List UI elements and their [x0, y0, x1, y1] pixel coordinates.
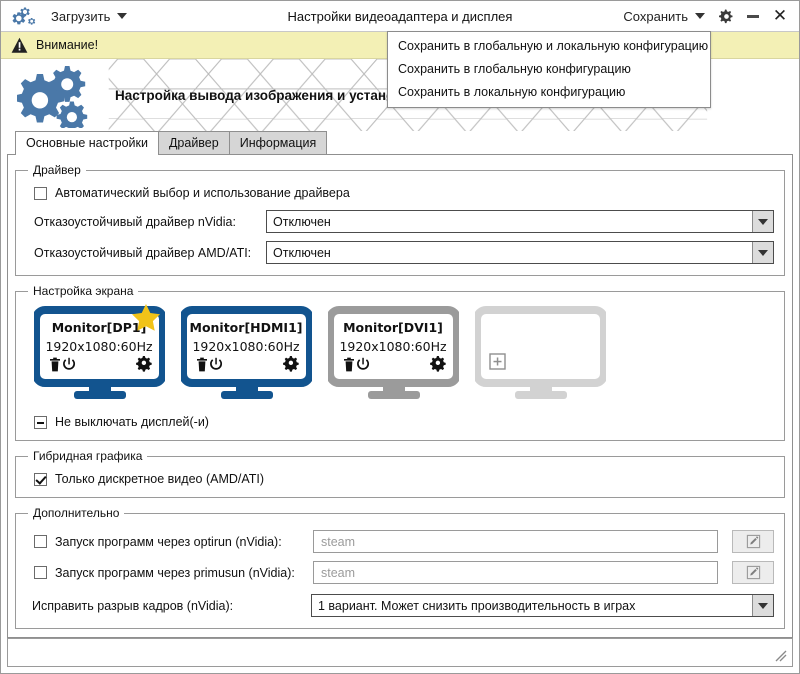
chevron-down-icon [695, 13, 705, 19]
amd-fallback-value: Отключен [273, 245, 331, 260]
tab-main-settings[interactable]: Основные настройки [15, 131, 159, 155]
discrete-only-row[interactable]: Только дискретное видео (AMD/ATI) [34, 472, 774, 486]
optirun-checkbox[interactable] [34, 535, 47, 548]
tearfix-row: Исправить разрыв кадров (nVidia): 1 вари… [32, 594, 774, 617]
load-button[interactable]: Загрузить [45, 6, 133, 27]
load-button-label: Загрузить [51, 8, 111, 24]
group-screen-legend: Настройка экрана [33, 284, 134, 298]
menu-item-save-local[interactable]: Сохранить в локальную конфигурацию [398, 85, 626, 99]
group-driver-legend: Драйвер [33, 163, 81, 177]
svg-text:1920x1080:60Hz: 1920x1080:60Hz [192, 339, 300, 354]
svg-text:Monitor[DP1]: Monitor[DP1] [52, 320, 147, 335]
settings-gear-button[interactable] [713, 4, 739, 28]
tearfix-label: Исправить разрыв кадров (nVidia): [32, 598, 234, 613]
group-hybrid-graphics-legend: Гибридная графика [33, 449, 143, 463]
amd-fallback-combo[interactable]: Отключен [266, 241, 774, 264]
save-button[interactable]: Сохранить [617, 6, 711, 27]
save-dropdown-menu: Сохранить в глобальную и локальную конфи… [387, 31, 711, 108]
keep-displays-on-row[interactable]: Не выключать дисплей(-и) [34, 415, 774, 429]
monitor-card-dvi1[interactable]: Monitor[DVI1] 1920x1080:60Hz [328, 306, 459, 401]
nvidia-fallback-row: Отказоустойчивый драйвер nVidia: Отключе… [34, 210, 774, 233]
optirun-input[interactable]: steam [313, 530, 718, 553]
close-button[interactable]: ✕ [767, 4, 793, 28]
auto-driver-row[interactable]: Автоматический выбор и использование дра… [34, 186, 774, 200]
primusrun-edit-button[interactable] [732, 561, 774, 584]
titlebar-right-controls: Сохранить ✕ [617, 4, 793, 28]
tab-information[interactable]: Информация [228, 131, 328, 155]
warning-text: Внимание! [36, 38, 99, 52]
chevron-down-icon [758, 602, 768, 609]
group-additional: Дополнительно Запуск программ через opti… [15, 506, 785, 629]
primusrun-checkbox[interactable] [34, 566, 47, 579]
tearfix-combo[interactable]: 1 вариант. Может снизить производительно… [311, 594, 774, 617]
plus-icon [489, 353, 506, 370]
tearfix-value: 1 вариант. Может снизить производительно… [318, 598, 636, 613]
monitor-card-dp1[interactable]: Monitor[DP1] 1920x1080:60Hz [34, 304, 165, 401]
tearfix-dropdown-button[interactable] [752, 595, 773, 616]
svg-text:Monitor[DVI1]: Monitor[DVI1] [343, 320, 443, 335]
minimize-icon [747, 14, 759, 18]
amd-fallback-label: Отказоустойчивый драйвер AMD/ATI: [34, 245, 252, 260]
primary-star-icon [132, 304, 160, 331]
title-bar: Загрузить Настройки видеоадаптера и дисп… [1, 1, 799, 32]
discrete-only-label: Только дискретное видео (AMD/ATI) [55, 472, 265, 486]
monitor-card-hdmi1[interactable]: Monitor[HDMI1] 1920x1080:60Hz [181, 306, 312, 401]
minimize-button[interactable] [741, 4, 765, 28]
auto-driver-checkbox[interactable] [34, 186, 47, 200]
primusrun-input-placeholder: steam [321, 565, 356, 580]
amd-fallback-row: Отказоустойчивый драйвер AMD/ATI: Отключ… [34, 241, 774, 264]
gears-logo-icon [15, 62, 101, 131]
nvidia-fallback-combo[interactable]: Отключен [266, 210, 774, 233]
resize-grip-icon[interactable] [774, 649, 788, 663]
status-bar [7, 638, 793, 667]
primusrun-row: Запуск программ через primusun (nVidia):… [34, 561, 774, 584]
keep-displays-on-label: Не выключать дисплей(-и) [55, 415, 209, 429]
chevron-down-icon [117, 13, 128, 19]
monitor-list: Monitor[DP1] 1920x1080:60Hz [26, 304, 774, 405]
save-button-label: Сохранить [623, 8, 688, 24]
primusrun-input[interactable]: steam [313, 561, 718, 584]
warning-triangle-icon [11, 37, 28, 53]
app-logo-icon [11, 4, 37, 28]
optirun-row: Запуск программ через optirun (nVidia): … [34, 530, 774, 553]
chevron-down-icon [758, 249, 768, 256]
primusrun-label: Запуск программ через primusun (nVidia): [55, 565, 295, 580]
group-driver: Драйвер Автоматический выбор и использов… [15, 163, 785, 276]
keep-displays-on-checkbox[interactable] [34, 415, 47, 429]
svg-text:Monitor[HDMI1]: Monitor[HDMI1] [190, 320, 303, 335]
nvidia-fallback-dropdown-button[interactable] [752, 211, 773, 232]
tab-panel-main-settings: Драйвер Автоматический выбор и использов… [7, 154, 793, 638]
gear-icon [718, 9, 732, 23]
close-icon: ✕ [772, 6, 788, 26]
menu-item-save-global-and-local[interactable]: Сохранить в глобальную и локальную конфи… [398, 39, 709, 53]
monitor-card-add-new[interactable] [475, 306, 606, 401]
optirun-label: Запуск программ через optirun (nVidia): [55, 534, 282, 549]
chevron-down-icon [758, 218, 768, 225]
discrete-only-checkbox[interactable] [34, 472, 47, 486]
menu-item-save-global[interactable]: Сохранить в глобальную конфигурацию [398, 62, 631, 76]
nvidia-fallback-value: Отключен [273, 214, 331, 229]
optirun-input-placeholder: steam [321, 534, 356, 549]
group-additional-legend: Дополнительно [33, 506, 120, 520]
tab-driver[interactable]: Драйвер [157, 131, 230, 155]
amd-fallback-dropdown-button[interactable] [752, 242, 773, 263]
nvidia-fallback-label: Отказоустойчивый драйвер nVidia: [34, 214, 236, 229]
auto-driver-label: Автоматический выбор и использование дра… [55, 186, 350, 200]
group-screen: Настройка экрана Monitor[DP1] 1920x1080:… [15, 284, 785, 441]
group-hybrid-graphics: Гибридная графика Только дискретное виде… [15, 449, 785, 498]
svg-text:1920x1080:60Hz: 1920x1080:60Hz [339, 339, 447, 354]
edit-icon [746, 534, 760, 549]
edit-icon [746, 565, 760, 580]
optirun-edit-button[interactable] [732, 530, 774, 553]
svg-text:1920x1080:60Hz: 1920x1080:60Hz [45, 339, 153, 354]
tab-strip: Основные настройки Драйвер Информация [1, 131, 799, 155]
